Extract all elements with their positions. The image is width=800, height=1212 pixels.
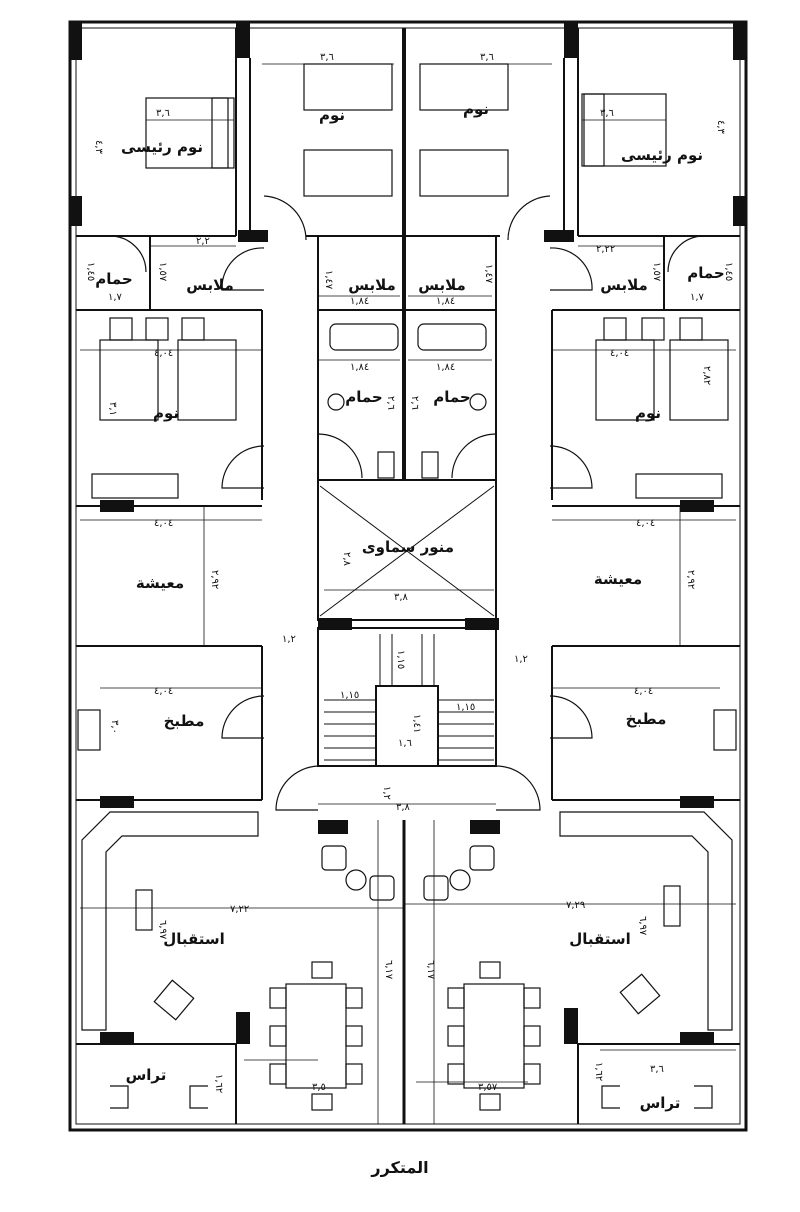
dim-reception-left-depth: ٦,٩٧ (157, 920, 168, 940)
dim-bath-center-right-width: ١,٨٤ (436, 362, 455, 373)
dim-dining-left-width: ٣,٥ (312, 1082, 326, 1093)
structural-columns (70, 22, 746, 1044)
dim-reception-right-depth: ٦,٩٧ (637, 916, 648, 936)
outer-wall-inner-line (75, 27, 741, 1125)
label-bedroom-top-left: نوم (319, 106, 345, 124)
label-living-right: معيشة (594, 570, 642, 588)
reception-furniture (81, 811, 733, 1111)
dim-bath-center-right-depth: ٢,٦ (409, 396, 420, 410)
dim-bath-left-depth: ١,٤٥ (85, 262, 96, 281)
dim-bath-center-left-width: ١,٨٤ (350, 362, 369, 373)
dim-terrace-right-depth: ١,٦٢ (593, 1062, 604, 1081)
dim-closet-left-depth: ١,٥٧ (157, 262, 168, 282)
dim-stair-landing: ١,٤١ (411, 714, 422, 733)
label-bedroom-top-right: نوم (463, 100, 489, 118)
plan-caption: المتكرر (371, 1158, 429, 1177)
dim-reception-right-width: ٧,٢٩ (566, 900, 585, 911)
label-bedroom-right: نوم (635, 404, 661, 422)
dim-stair-left: ١,١٥ (340, 690, 359, 701)
dim-lobby-width: ٣,٨ (396, 802, 411, 813)
dim-living-right-width: ٤,٠٤ (636, 518, 655, 529)
dim-bedroom-width-top-right: ٣,٦ (480, 52, 494, 63)
dim-dining-right-depth: ٦,١٧ (425, 960, 436, 980)
dim-bath-center-left-depth: ٢,٦ (385, 396, 396, 410)
dim-living-left-width: ٤,٠٤ (154, 518, 173, 529)
label-closet-center-left: ملابس (348, 276, 396, 294)
label-light-well: منور سماوى (362, 538, 454, 556)
dim-terrace-right-width: ٣,٦ (650, 1064, 664, 1075)
label-living-left: معيشة (136, 574, 184, 592)
interior-walls (76, 28, 740, 1124)
dim-bath-right-width: ١,٧ (690, 292, 705, 303)
dim-stair-top: ١,١٥ (395, 650, 406, 669)
dim-terrace-left-depth: ١,٦٢ (213, 1074, 224, 1093)
label-master-bedroom-right: نوم رئيسى (621, 146, 703, 164)
label-terrace-left: تراس (126, 1066, 167, 1084)
dim-master-depth-right: ٤,٣ (715, 120, 726, 135)
dim-light-well-depth: ٢,٨ (341, 552, 352, 567)
label-closet-far-right: ملابس (600, 276, 648, 294)
label-terrace-right: تراس (640, 1094, 681, 1112)
dim-kitchen-left-width: ٤,٠٤ (154, 686, 173, 697)
dim-closet-right-depth: ١,٥٧ (651, 262, 662, 282)
dim-reception-left-width: ٧,٢٢ (230, 904, 249, 915)
dim-bedroom-right-width: ٤,٠٤ (610, 348, 629, 359)
label-master-bedroom-left: نوم رئيسى (121, 138, 203, 156)
dim-dining-right-width: ٣,٥٧ (478, 1082, 498, 1093)
label-bath-center-left: حمام (345, 388, 383, 406)
dim-corridor-left: ١,٢ (282, 634, 296, 645)
dim-master-width-left: ٣,٦ (156, 108, 170, 119)
stair-treads (324, 634, 494, 761)
label-reception-right: استقبال (569, 930, 631, 948)
dim-lobby-depth: ١,٢ (381, 786, 392, 800)
door-swings (109, 195, 705, 811)
dim-light-well-width: ٣,٨ (394, 592, 409, 603)
dim-living-left-depth: ٢,٩٢ (209, 570, 220, 589)
dim-corridor-right: ١,٢ (514, 654, 528, 665)
light-well-cross (319, 485, 495, 617)
dim-closet-center-left-width: ١,٨٤ (350, 296, 369, 307)
dim-closet-center-right-width: ١,٨٤ (436, 296, 455, 307)
label-bath-left: حمام (95, 270, 133, 288)
dim-stair-well: ١,٦ (398, 738, 412, 749)
bed-furniture (77, 63, 737, 751)
dim-bath-left-width: ١,٧ (108, 292, 123, 303)
dim-bedroom-left-depth: ٣,١ (107, 402, 118, 416)
dim-master-depth-left: ٤,٣ (93, 140, 104, 155)
dim-living-right-depth: ٢,٩٢ (685, 570, 696, 589)
dim-dining-left-depth: ٦,١٧ (383, 960, 394, 980)
dim-closet-center-right-depth: ١,٤٧ (483, 264, 494, 284)
dim-kitchen-left-depth: ٣,٠ (109, 720, 120, 734)
label-reception-left: استقبال (163, 930, 225, 948)
label-kitchen-right: مطبخ (626, 710, 667, 728)
label-kitchen-left: مطبخ (164, 712, 205, 730)
dimension-lines (80, 63, 736, 1124)
dim-closet-right-width: ٢,٢٢ (596, 244, 615, 255)
dim-bedroom-width-top-left: ٣,٦ (320, 52, 334, 63)
label-closet-far-left: ملابس (186, 276, 234, 294)
label-bedroom-left: نوم (153, 404, 179, 422)
outer-wall (68, 20, 748, 1132)
dim-bath-right-depth: ١,٤٥ (723, 262, 734, 281)
dim-master-width-right: ٣,٦ (600, 108, 614, 119)
label-bath-center-right: حمام (433, 388, 471, 406)
dim-kitchen-right-width: ٤,٠٤ (634, 686, 653, 697)
room-labels: نوم رئيسى نوم رئيسى نوم نوم حمام حمام مل… (95, 100, 725, 1112)
label-bath-right: حمام (687, 264, 725, 282)
dim-bedroom-right-depth: ٢,٨٢ (701, 366, 712, 385)
dim-closet-center-left-depth: ١,٤٧ (323, 270, 334, 290)
dim-stair-right: ١,١٥ (456, 702, 475, 713)
dimension-labels: ٣,٦ ٣,٦ ٣,٦ ٣,٦ ٤,٣ ٤,٣ ٢,٢ ٢,٢٢ ١,٥٧ ١,… (85, 52, 734, 1093)
dim-bedroom-left-width: ٤,٠٤ (154, 348, 173, 359)
dim-closet-left-width: ٢,٢ (196, 236, 210, 247)
label-closet-center-right: ملابس (418, 276, 466, 294)
